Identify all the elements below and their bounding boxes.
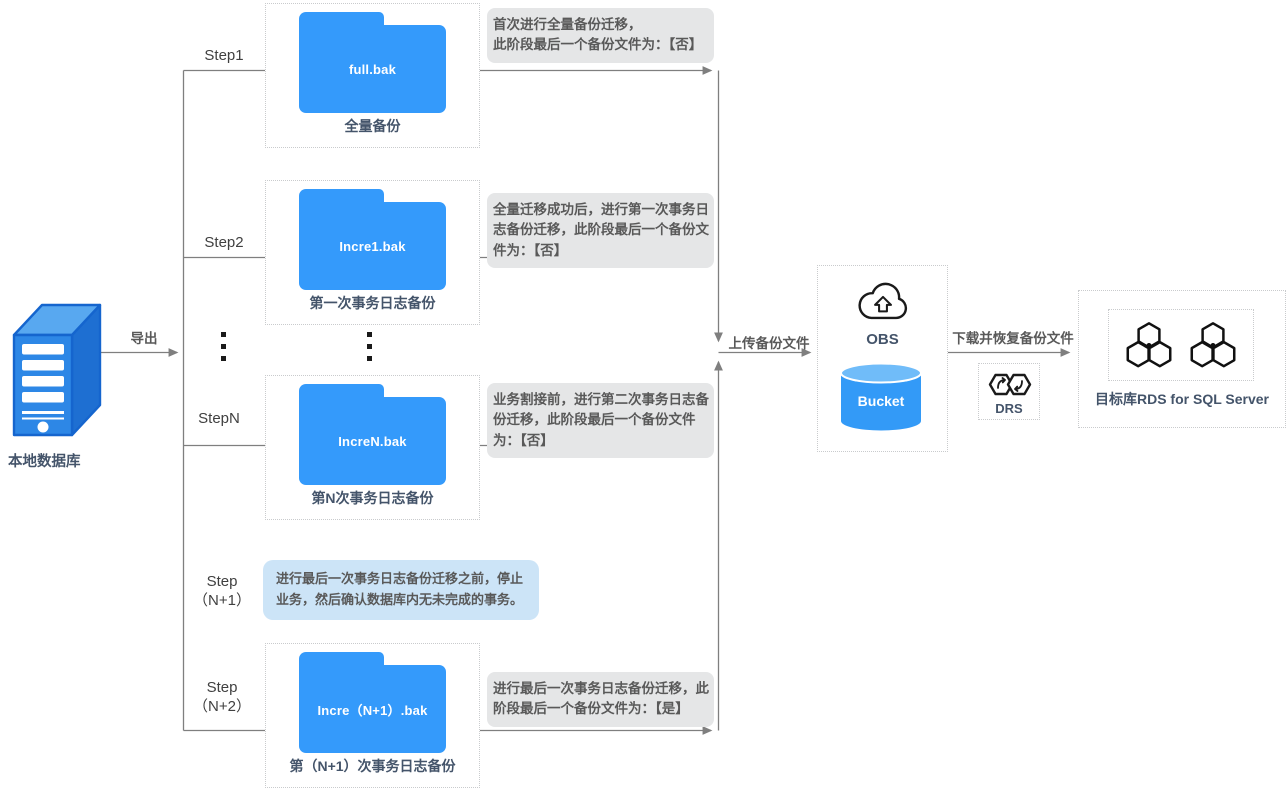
step2-folder-box: Incre1.bak 第一次事务日志备份 xyxy=(265,180,480,325)
vertical-ellipsis-icon xyxy=(221,332,226,368)
stepN2-file-name: Incre（N+1）.bak xyxy=(317,702,428,718)
download-arrow-label: 下载并恢复备份文件 xyxy=(952,331,1074,346)
vertical-ellipsis-icon xyxy=(367,332,372,368)
folder-body: Incre（N+1）.bak xyxy=(299,665,446,753)
upload-arrow-label: 上传备份文件 xyxy=(728,336,810,351)
stepN2-folder-caption: 第（N+1）次事务日志备份 xyxy=(289,758,456,774)
bucket-label: Bucket xyxy=(857,393,905,409)
step1-folder-caption: 全量备份 xyxy=(344,118,401,134)
folder-icon: IncreN.bak xyxy=(299,384,446,485)
source-database-label: 本地数据库 xyxy=(8,454,81,470)
folder-body: IncreN.bak xyxy=(299,397,446,485)
folder-body: full.bak xyxy=(299,25,446,113)
stepN-note: 业务割接前，进行第二次事务日志备份迁移，此阶段最后一个备份文件为：【否】 xyxy=(487,383,714,458)
step1-file-name: full.bak xyxy=(348,61,397,77)
cloud-upload-icon xyxy=(858,282,908,320)
step2-label: Step2 xyxy=(204,234,244,251)
stepN-file-name: IncreN.bak xyxy=(338,433,407,449)
stepN-folder-caption: 第N次事务日志备份 xyxy=(311,490,434,506)
stepN2-note: 进行最后一次事务日志备份迁移，此阶段最后一个备份文件为：【是】 xyxy=(487,672,714,727)
rds-hexagon-cluster-icon xyxy=(1190,322,1236,368)
local-database-server-icon xyxy=(10,293,102,441)
step1-folder-box: full.bak 全量备份 xyxy=(265,3,480,148)
bucket-icon: Bucket xyxy=(839,361,923,439)
folder-icon: Incre1.bak xyxy=(299,189,446,290)
folder-icon: full.bak xyxy=(299,12,446,113)
rds-hexagon-cluster-icon xyxy=(1126,322,1172,368)
step2-file-name: Incre1.bak xyxy=(339,238,406,254)
rds-instances-box xyxy=(1108,309,1254,381)
target-rds-box: 目标库RDS for SQL Server xyxy=(1078,290,1286,428)
folder-icon: Incre（N+1）.bak xyxy=(299,652,446,753)
sync-hexagons-icon xyxy=(988,373,1032,396)
stepN-label: StepN xyxy=(198,410,240,427)
target-rds-label: 目标库RDS for SQL Server xyxy=(1094,391,1269,407)
export-arrow-label: 导出 xyxy=(130,331,158,346)
stepN1-note: 进行最后一次事务日志备份迁移之前，停止业务，然后确认数据库内无未完成的事务。 xyxy=(263,560,539,620)
step1-note: 首次进行全量备份迁移， 此阶段最后一个备份文件为：【否】 xyxy=(487,8,714,63)
step2-folder-caption: 第一次事务日志备份 xyxy=(309,295,436,311)
folder-body: Incre1.bak xyxy=(299,202,446,290)
stepN2-label: Step （N+2） xyxy=(193,679,251,715)
stepN-folder-box: IncreN.bak 第N次事务日志备份 xyxy=(265,375,480,520)
obs-label: OBS xyxy=(866,331,899,348)
stepN1-label: Step （N+1） xyxy=(193,573,251,609)
stepN2-folder-box: Incre（N+1）.bak 第（N+1）次事务日志备份 xyxy=(265,643,480,788)
obs-box: OBS Bucket xyxy=(817,265,948,452)
step1-label: Step1 xyxy=(204,47,244,64)
drs-box: DRS xyxy=(978,363,1040,420)
step2-note: 全量迁移成功后，进行第一次事务日志备份迁移，此阶段最后一个备份文件为：【否】 xyxy=(487,193,714,268)
drs-label: DRS xyxy=(995,401,1023,416)
